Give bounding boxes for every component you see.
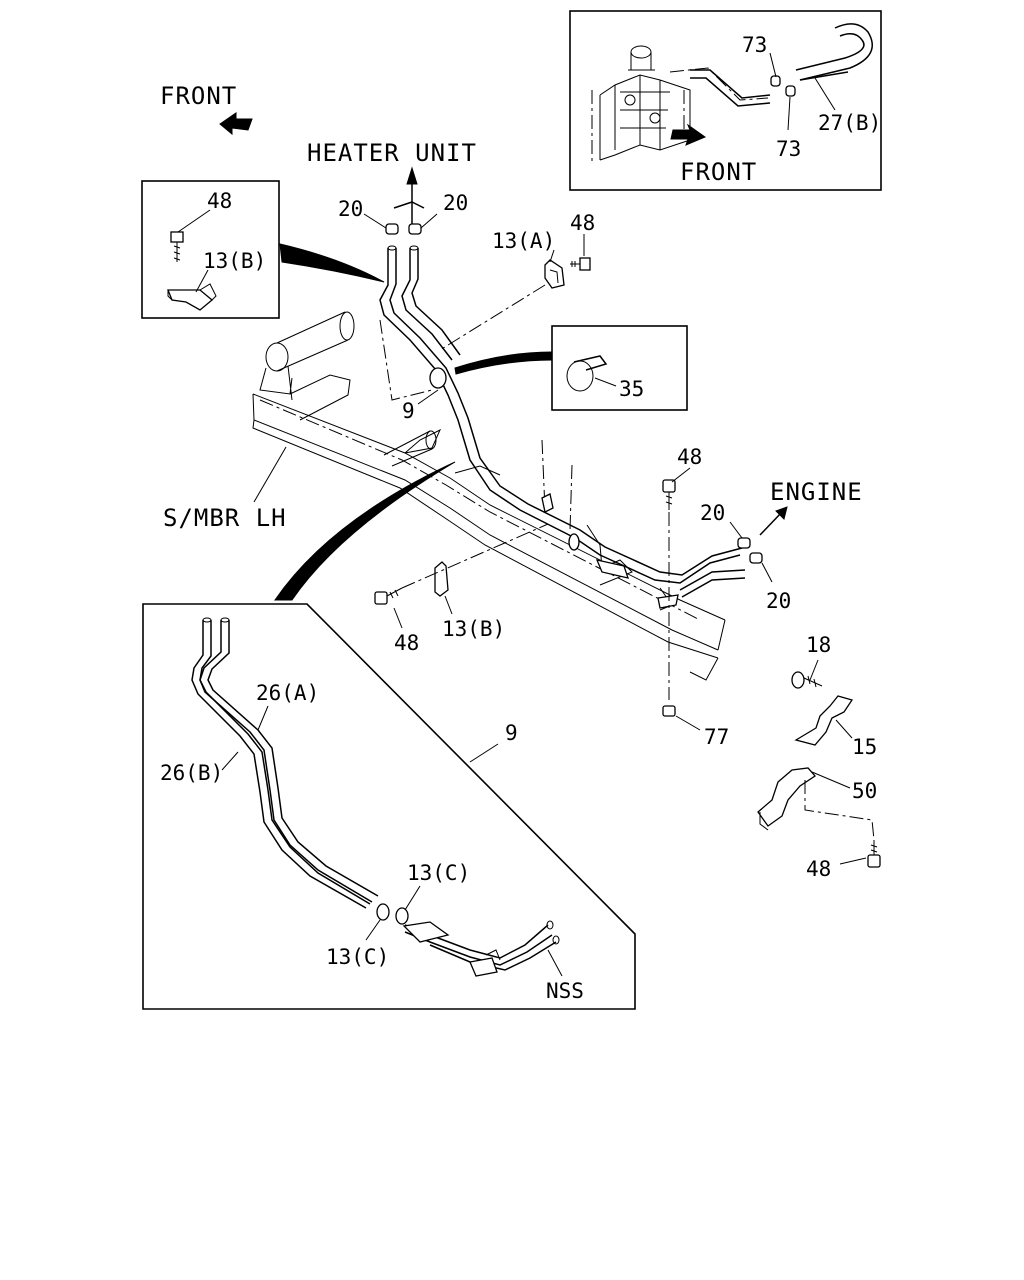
callout-73-lower: 73 (776, 137, 801, 161)
callout-13c-lower: 13(C) (326, 945, 389, 969)
callout-20-heater-right: 20 (443, 191, 468, 215)
hose-27b (795, 23, 873, 81)
label-front-inset: FRONT (680, 158, 757, 186)
label-heater-unit: HEATER UNIT (307, 139, 477, 167)
callout-50: 50 (852, 779, 877, 803)
inset-heater-unit-view: 73 73 27(B) FRONT (569, 10, 882, 191)
label-nss: NSS (546, 979, 584, 1003)
clamp-13c-left (376, 903, 390, 921)
bracket-group (757, 671, 881, 868)
bolt-48-bracket (867, 840, 881, 868)
callout-48-lower: 48 (394, 631, 419, 655)
front-arrow-inset-icon (670, 123, 707, 146)
bracket-13b-lower (434, 561, 449, 597)
pipe-26b (191, 620, 371, 909)
bolt-48-lower (374, 587, 403, 605)
bolt-48-inset (170, 231, 184, 262)
callout-13c-upper: 13(C) (407, 861, 470, 885)
bracket-13b-inset (167, 283, 217, 311)
heater-unit-direction: HEATER UNIT (307, 139, 477, 225)
clamp-13c-right (395, 907, 409, 925)
nut-77 (662, 705, 676, 717)
engine-direction: ENGINE (759, 478, 863, 536)
front-direction-main: FRONT (160, 82, 253, 136)
bracket-50 (757, 767, 816, 831)
callout-13a: 13(A) (492, 229, 555, 253)
inset-clip-35: 35 (551, 325, 688, 411)
clamp-20-heater-right (408, 223, 422, 235)
clamp-73-upper (770, 75, 781, 87)
clamp-20-heater-left (385, 223, 399, 235)
callout-48-inset: 48 (207, 189, 232, 213)
callout-20-engine-upper: 20 (700, 501, 725, 525)
callout-77: 77 (704, 725, 729, 749)
clamp-73-lower (785, 85, 796, 97)
heater-unit-drawing (591, 45, 691, 165)
callout-27b: 27(B) (818, 111, 881, 135)
callout-13b-lower: 13(B) (442, 617, 505, 641)
callout-13b-inset: 13(B) (203, 249, 266, 273)
bolt-48-13a (570, 257, 591, 271)
label-front-main: FRONT (160, 82, 237, 110)
label-engine: ENGINE (770, 478, 863, 506)
bolt-18 (791, 671, 823, 689)
callout-26a: 26(A) (256, 681, 319, 705)
inset-bracket-13b: 48 13(B) (141, 180, 280, 319)
clamp-20-engine-upper (737, 537, 751, 549)
callout-20-engine-lower: 20 (766, 589, 791, 613)
inset-pipe-9-detail: 26(A) 26(B) 9 13(C) 13(C) NSS (142, 603, 636, 1010)
callout-35: 35 (619, 377, 644, 401)
callout-9-inset: 9 (505, 721, 518, 745)
clamp-20-engine-lower (749, 552, 763, 564)
callout-48-bracket: 48 (806, 857, 831, 881)
pipe-nss (402, 920, 560, 977)
label-s-mbr-lh: S/MBR LH (163, 504, 287, 532)
clamp-13a (544, 259, 565, 289)
front-arrow-main-icon (219, 112, 253, 136)
callout-26b: 26(B) (160, 761, 223, 785)
clip-35 (566, 355, 608, 392)
callout-9-main: 9 (402, 399, 415, 423)
callout-18: 18 (806, 633, 831, 657)
callout-48-13a: 48 (570, 211, 595, 235)
side-member-lh: S/MBR LH (163, 311, 726, 681)
pipe-26a (199, 620, 379, 903)
heater-pipe-assembly-9 (374, 245, 746, 609)
callout-48-vertical: 48 (677, 445, 702, 469)
callout-20-heater-left: 20 (338, 197, 363, 221)
callout-15: 15 (852, 735, 877, 759)
bracket-15 (794, 695, 854, 746)
callout-73-upper: 73 (742, 33, 767, 57)
bolt-48-vertical (662, 479, 676, 510)
